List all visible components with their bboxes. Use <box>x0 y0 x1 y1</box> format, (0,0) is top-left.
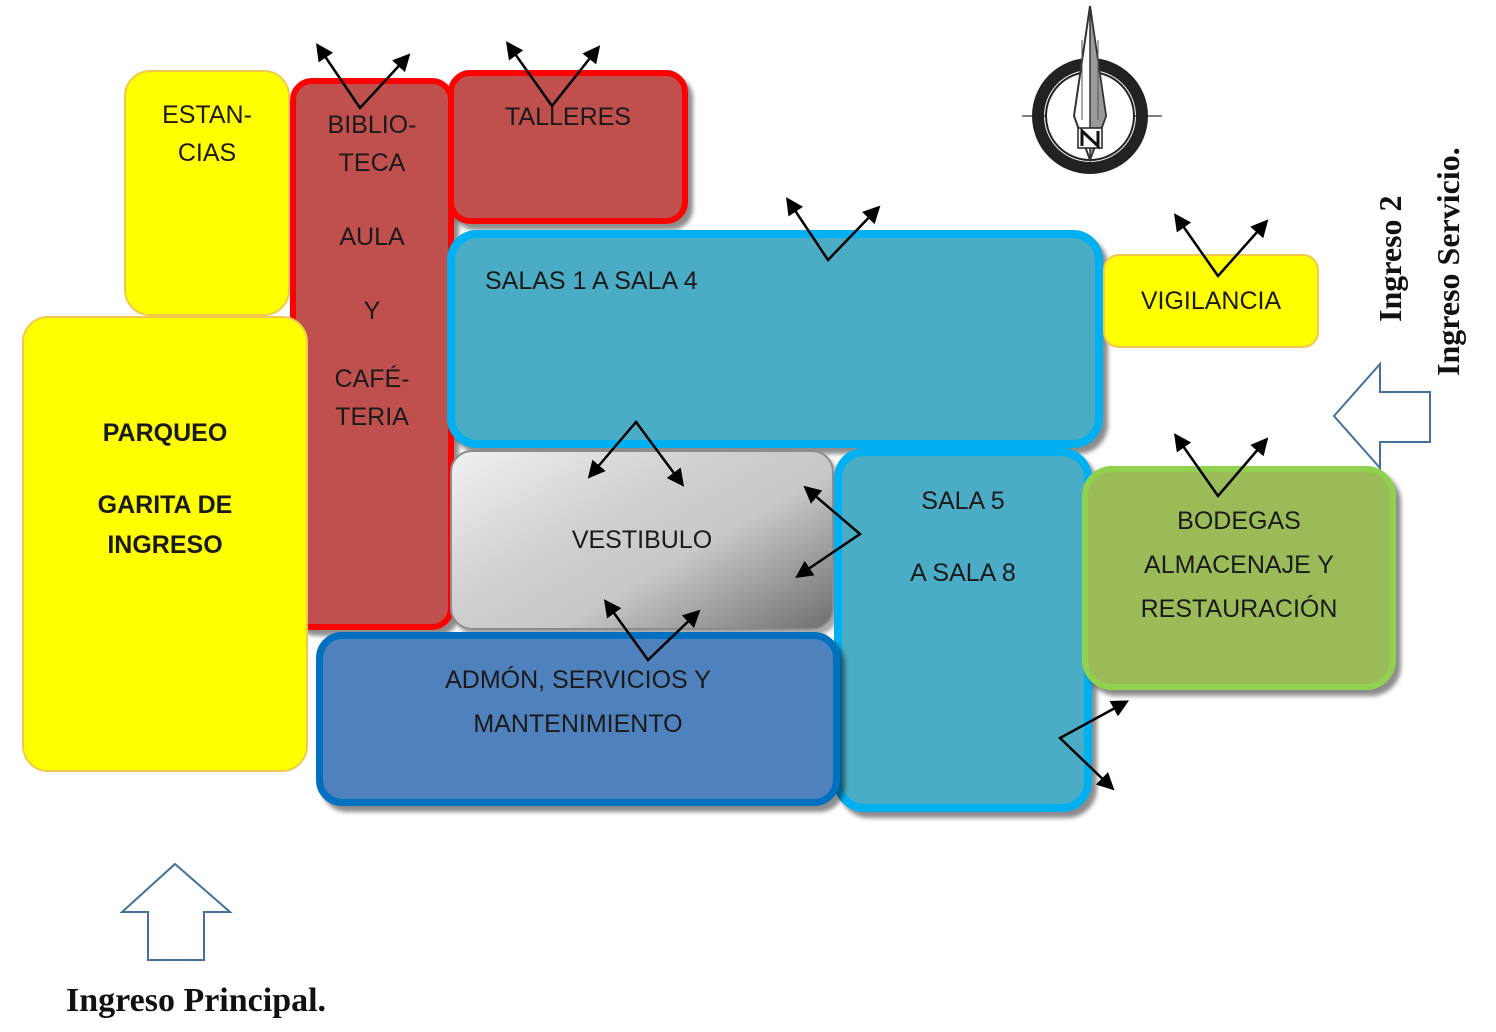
zone-bodegas-line2: ALMACENAJE Y <box>1144 551 1334 579</box>
zone-estancias-line2: CIAS <box>177 139 237 167</box>
zone-admon: ADMÓN, SERVICIOS Y MANTENIMIENTO <box>316 632 840 806</box>
block-arrow-icon <box>119 862 233 961</box>
zone-biblioteca-line4: Y <box>363 297 381 325</box>
zone-sala-5-8: SALA 5 A SALA 8 <box>834 448 1092 812</box>
double-arrow-icon <box>316 43 411 111</box>
zone-parqueo-line1: PARQUEO <box>102 419 228 447</box>
zone-biblioteca-line3: AULA <box>339 223 405 251</box>
block-arrow-icon <box>1332 361 1431 471</box>
zone-parqueo-line3: INGRESO <box>107 531 223 559</box>
zone-sala-5-8-line2: A SALA 8 <box>910 559 1016 587</box>
zone-salas-1-4: SALAS 1 A SALA 4 <box>447 230 1103 448</box>
zone-admon-line1: ADMÓN, SERVICIOS Y <box>445 666 711 694</box>
zone-parqueo: PARQUEO GARITA DE INGRESO <box>22 316 308 772</box>
zone-salas-1-4-label: SALAS 1 A SALA 4 <box>485 267 698 295</box>
double-arrow-icon <box>603 599 701 662</box>
main-entrance-label: Ingreso Principal. <box>66 982 327 1019</box>
double-arrow-icon <box>505 41 601 109</box>
north-compass-icon <box>1022 5 1162 174</box>
zone-biblioteca-line6: TERIA <box>335 403 409 431</box>
zone-bodegas: BODEGAS ALMACENAJE Y RESTAURACIÓN <box>1082 466 1396 690</box>
double-arrow-icon <box>1173 433 1269 499</box>
double-arrow-icon <box>587 419 685 487</box>
zone-parqueo-line2: GARITA DE <box>97 491 233 519</box>
zone-bodegas-line1: BODEGAS <box>1177 507 1301 535</box>
zone-biblioteca-line2: TECA <box>338 149 406 177</box>
double-arrow-icon <box>786 197 881 262</box>
secondary-entrance-label-line1: Ingreso 2 <box>1372 195 1408 322</box>
zone-vigilancia-label: VIGILANCIA <box>1140 287 1282 315</box>
zone-vigilancia: VIGILANCIA <box>1103 254 1319 348</box>
zone-biblioteca-line5: CAFÉ- <box>334 365 410 393</box>
zone-talleres: TALLERES <box>448 70 688 224</box>
zone-vestibulo-label: VESTIBULO <box>571 526 713 554</box>
zone-bodegas-line3: RESTAURACIÓN <box>1140 595 1338 623</box>
zone-talleres-label: TALLERES <box>505 103 631 131</box>
double-arrow-icon <box>1057 700 1130 791</box>
secondary-entrance-label-line2: Ingreso Servicio. <box>1430 147 1466 376</box>
double-arrow-icon <box>1173 213 1269 279</box>
zone-sala-5-8-line1: SALA 5 <box>921 487 1005 515</box>
zone-estancias-line1: ESTAN- <box>162 101 252 129</box>
zone-estancias: ESTAN- CIAS <box>124 70 290 316</box>
double-arrow-icon <box>795 485 863 578</box>
zone-biblioteca-line1: BIBLIO- <box>327 111 417 139</box>
zone-admon-line2: MANTENIMIENTO <box>473 710 683 738</box>
